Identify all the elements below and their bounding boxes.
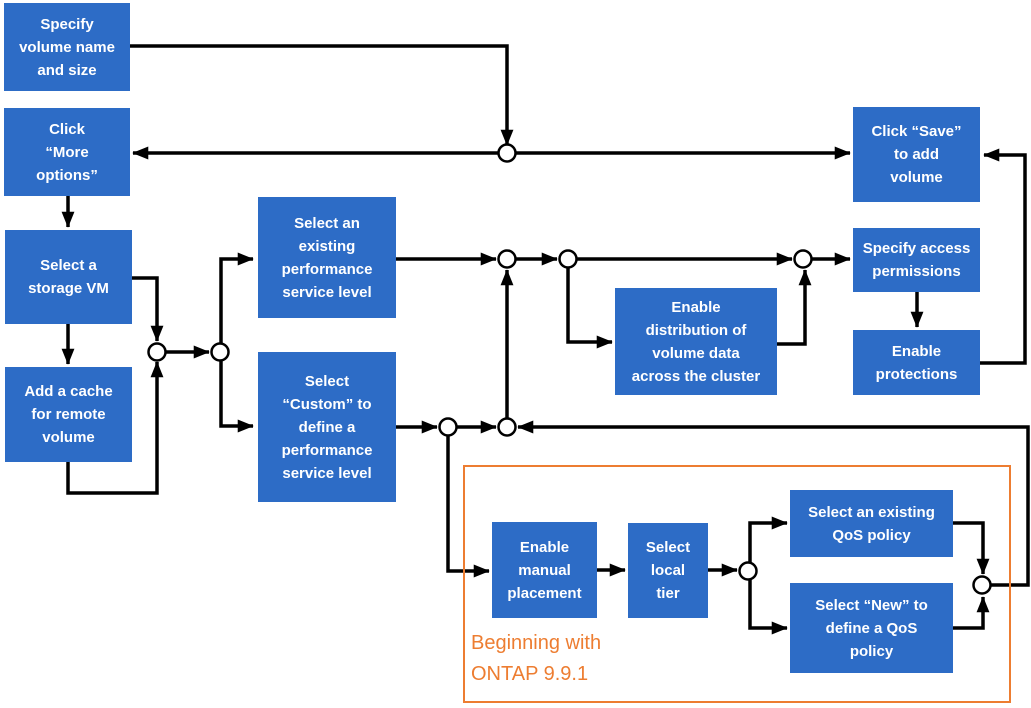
node-select-local-tier: Select local tier	[628, 523, 708, 618]
edges-group	[61, 44, 1030, 635]
node-click-save-add-volume: Click “Save” to add volume	[853, 107, 980, 202]
junction-dot	[497, 249, 517, 269]
edge-storage-vm-to-junction-a	[132, 276, 164, 342]
junction-dot	[147, 342, 167, 362]
edge-junction-e-to-existing-qos	[748, 516, 788, 563]
node-select-new-qos-policy: Select “New” to define a QoS policy	[790, 583, 953, 673]
node-enable-manual-placement: Enable manual placement	[492, 522, 597, 618]
edge-junction-e-to-new-qos	[748, 580, 788, 635]
node-select-storage-vm: Select a storage VM	[5, 230, 132, 324]
junction-dot	[210, 342, 230, 362]
edge-junction-c2-to-distribution	[566, 268, 613, 349]
edge-junction-b-to-custom-psl	[219, 361, 254, 433]
node-specify-access-permissions: Specify access permissions	[853, 228, 980, 292]
ontap-991-frame	[463, 465, 1011, 703]
junction-dot	[793, 249, 813, 269]
junctions-group	[147, 143, 992, 595]
edge-specify-volume-to-save-junction	[130, 44, 514, 146]
edge-new-qos-to-junction-f	[953, 596, 990, 630]
edge-distribution-to-junction-d	[777, 269, 812, 346]
edge-junction-c3-to-manual-placement	[446, 436, 490, 578]
node-select-custom-service-level: Select “Custom” to define a performance …	[258, 352, 396, 502]
edge-existing-qos-to-junction-f	[953, 521, 990, 575]
node-select-existing-qos-policy: Select an existing QoS policy	[790, 490, 953, 557]
node-click-more-options: Click “More options”	[4, 108, 130, 196]
junction-dot	[558, 249, 578, 269]
edge-junction-b-to-existing-psl	[219, 252, 254, 343]
edge-add-cache-loop-to-junction-a	[66, 361, 164, 495]
junction-dot	[972, 575, 992, 595]
node-select-existing-service-level: Select an existing performance service l…	[258, 197, 396, 318]
junction-dot	[497, 143, 517, 163]
node-enable-protections: Enable protections	[853, 330, 980, 395]
node-enable-distribution: Enable distribution of volume data acros…	[615, 288, 777, 395]
ontap-991-label: Beginning with ONTAP 9.9.1	[471, 632, 602, 685]
node-add-cache-remote-volume: Add a cache for remote volume	[5, 367, 132, 462]
junction-dot	[738, 561, 758, 581]
node-specify-volume-name-size: Specify volume name and size	[4, 3, 130, 91]
edge-protections-to-click-save	[980, 148, 1027, 365]
junction-dot	[438, 417, 458, 437]
junction-dot	[497, 417, 517, 437]
